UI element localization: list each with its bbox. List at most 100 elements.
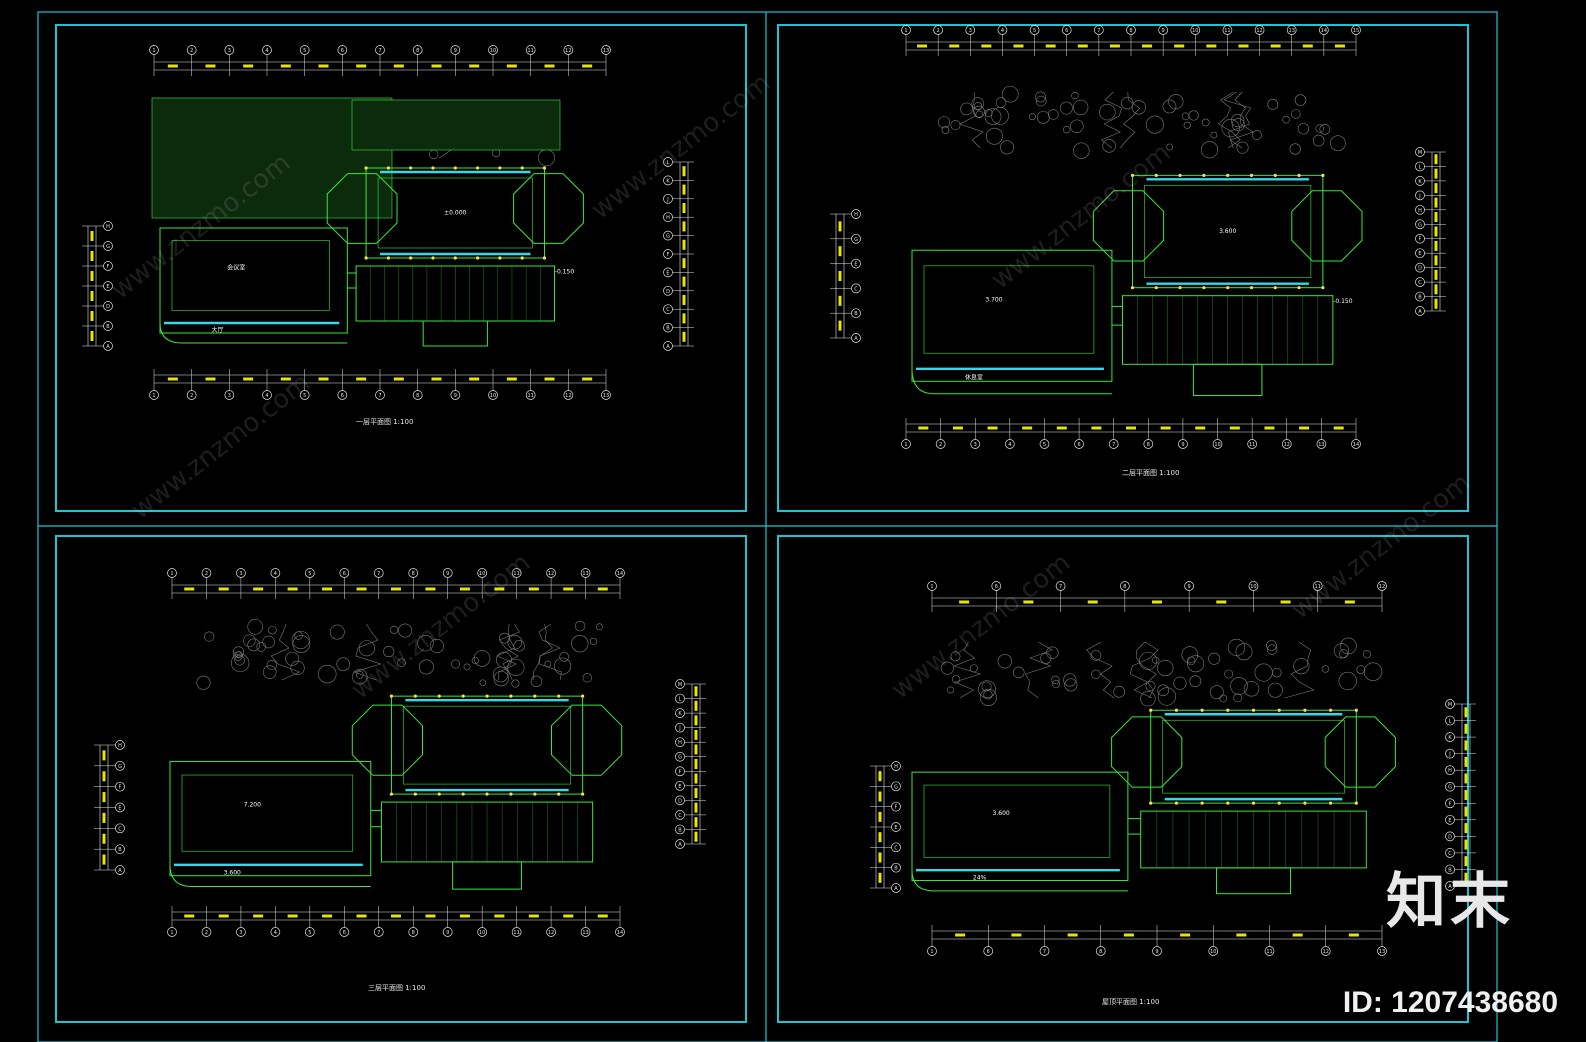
sheet-2-bottom-axes-dim-text — [918, 426, 929, 430]
sheet-3-bottom-axes-dim-text — [356, 914, 367, 918]
sheet-3-top-axes-dim-text — [597, 587, 608, 591]
sheet-2-top-axes-dim-text — [1109, 44, 1120, 48]
sheet-3-top-axes-label: 11 — [513, 571, 519, 577]
sheet-4-tree — [983, 690, 993, 700]
sheet-4-tree — [1243, 681, 1260, 697]
sheet-2-right-axes-label: F — [1419, 237, 1422, 243]
sheet-4-column — [1174, 801, 1179, 805]
sheet-1-column — [475, 166, 480, 170]
sheet-2-column — [1273, 173, 1277, 177]
sheet-3-tree — [554, 657, 572, 675]
sheet-1-room-label: -0.150 — [555, 269, 575, 276]
sheet-1-right-axes-label: L — [667, 160, 670, 166]
sheet-3-right-axes-dim-text — [694, 744, 698, 755]
sheet-4-tree — [1266, 640, 1277, 651]
sheet-2-top-axes-label: 6 — [1065, 28, 1068, 34]
sheet-3-tree — [234, 654, 245, 666]
sheet-1-top-axes-label: 7 — [378, 48, 381, 54]
sheet-2-right-axes-label: G — [1418, 222, 1422, 228]
sheet-3-tree — [329, 624, 345, 640]
sheet-4-tree — [1091, 669, 1101, 679]
sheet-3-left-axes-label: C — [118, 826, 122, 832]
sheet-3-bottom-axes-label: 13 — [582, 930, 588, 936]
sheet-2-top-axes-label: 3 — [969, 28, 972, 34]
sheet-1-bottom-axes-label: 9 — [454, 393, 457, 399]
sheet-3-tree — [582, 673, 592, 683]
sheet-2-bottom-axes-dim-text — [1160, 426, 1171, 430]
sheet-2-top-axes-dim-text — [1013, 44, 1024, 48]
sheet-4-tree — [1224, 669, 1234, 679]
sheet-2-column — [1321, 286, 1325, 290]
sheet-3-right-axes-dim-text — [694, 715, 698, 726]
sheet-2-tree — [1297, 123, 1310, 135]
sheet-1-room-label: ±0.000 — [444, 210, 466, 217]
sheet-4-tree — [1063, 673, 1077, 687]
sheet-3-top-axes-label: 2 — [205, 571, 208, 577]
sheet-1-east-tower — [513, 173, 584, 244]
sheet-4-right-axes-dim-text — [1464, 872, 1468, 883]
sheet-4-column — [1174, 708, 1179, 712]
sheet-3-bottom-axes-label: 12 — [548, 930, 554, 936]
sheet-2-tree — [1070, 119, 1084, 133]
sheet-4-top-axes-label: 9 — [1188, 584, 1191, 590]
sheet-3-tree — [358, 640, 375, 657]
sheet-3-bottom-axes-dim-text — [597, 914, 608, 918]
sheet-1-right-axes-label: D — [666, 289, 670, 295]
sheet-4-column — [1303, 801, 1307, 805]
sheet-4-right-axes-dim-text — [1464, 773, 1468, 784]
sheet-2-tree — [1201, 118, 1210, 127]
sheet-3-tree — [247, 638, 261, 652]
sheet-4-bottom-axes-dim-text — [1123, 933, 1134, 937]
sheet-4-column — [1200, 708, 1204, 712]
sheet-3-top-axes-dim-text — [287, 587, 298, 591]
sheet-2-left-axes-dim-text — [838, 271, 842, 281]
sheet-2-top-axes-dim-text — [1142, 44, 1153, 48]
sheet-1-left-axes-dim-text — [90, 331, 94, 341]
sheet-4-column — [1354, 708, 1358, 712]
sheet-2-tree — [1063, 126, 1071, 134]
sheet-2-column — [1202, 286, 1206, 290]
sheet-4-room-label: 3.600 — [993, 810, 1010, 817]
sheet-2-bottom-axes-label: 11 — [1249, 442, 1255, 448]
sheet-1-top-axes-label: 11 — [527, 48, 533, 54]
sheet-2-top-axes-label: 8 — [1129, 28, 1132, 34]
sheet-2-column — [1130, 173, 1135, 177]
sheet-2-tree — [1048, 109, 1059, 120]
sheet-3-stream — [498, 623, 520, 681]
sheet-1-top-axes-label: 12 — [565, 48, 571, 54]
sheet-3-column — [461, 792, 465, 796]
sheet-3-bottom-axes-dim-text — [253, 914, 264, 918]
sheet-3-top-axes-label: 3 — [239, 571, 242, 577]
sheet-2-tree — [1330, 135, 1346, 152]
sheet-4-right-axes-label: H — [1448, 768, 1452, 774]
sheet-2-tree — [1231, 118, 1245, 132]
sheet-1-hatch — [355, 266, 541, 321]
sheet-3-tree — [479, 679, 487, 687]
sheet-3-tree — [507, 658, 525, 676]
sheet-4-left-axes-dim-text — [878, 852, 882, 863]
sheet-4-column — [1226, 801, 1230, 805]
sheet-3-main-hall-inner — [403, 705, 571, 785]
sheet-3-left-axes-label: G — [118, 764, 122, 770]
sheet-3-stream — [496, 623, 517, 681]
sheet-3-stream — [270, 623, 301, 681]
sheet-3-bottom-axes-label: 9 — [446, 930, 449, 936]
sheet-2-column — [1130, 286, 1135, 290]
sheet-3-west-tower — [351, 704, 423, 776]
sheet-2-column — [1178, 286, 1182, 290]
sheet-3-tree — [230, 653, 250, 673]
sheet-2-left-axes-dim-text — [838, 246, 842, 257]
sheet-3-top-axes-label: 12 — [548, 571, 554, 577]
sheet-1-top-axes-label: 5 — [303, 48, 306, 54]
sheet-3-right-axes-dim-text — [694, 700, 698, 711]
sheet-3-bottom-axes-label: 3 — [239, 930, 242, 936]
sheet-4-bottom-axes-dim-text — [1067, 933, 1078, 937]
sheet-3-right-axes-label: G — [678, 755, 682, 761]
sheet-3-top-axes-label: 1 — [170, 571, 173, 577]
sheet-1-column — [520, 166, 524, 170]
sheet-3-column — [557, 694, 561, 698]
sheet-3-right-axes-label: D — [678, 798, 682, 804]
sheet-1-top-axes-dim-text — [582, 64, 593, 68]
sheet-3-tree — [235, 651, 243, 659]
